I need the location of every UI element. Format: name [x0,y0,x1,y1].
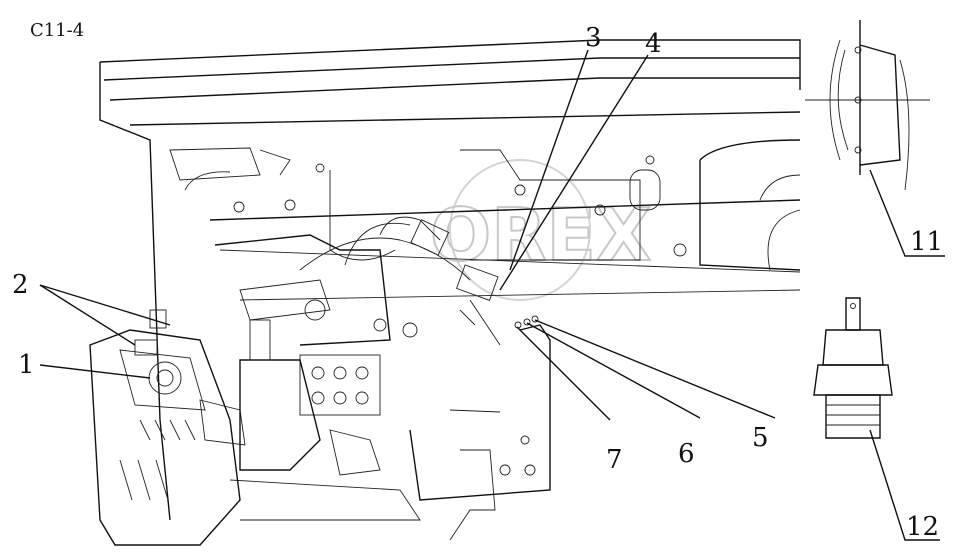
leader-lines [39,49,945,541]
cab-front-frame [99,39,801,521]
detail-11 [805,20,930,191]
callout-4: 4 [645,29,662,59]
wiring-harness [299,216,539,346]
callout-3: 3 [585,23,602,53]
socket-housing [89,309,246,546]
callout-12: 12 [906,512,939,542]
pedal-assembly [214,234,418,476]
callout-7: 7 [606,445,623,475]
detail-12 [813,297,893,439]
callout-5: 5 [752,423,769,453]
callout-labels: 1 2 3 4 5 6 7 11 12 [12,23,943,542]
watermark: OREX [429,159,652,301]
figure-caption: C11-4 [30,20,84,41]
callout-2: 2 [12,270,29,300]
callout-1: 1 [18,350,35,380]
callout-11: 11 [910,227,943,257]
lower-panel [229,324,551,541]
callout-6: 6 [678,439,695,469]
